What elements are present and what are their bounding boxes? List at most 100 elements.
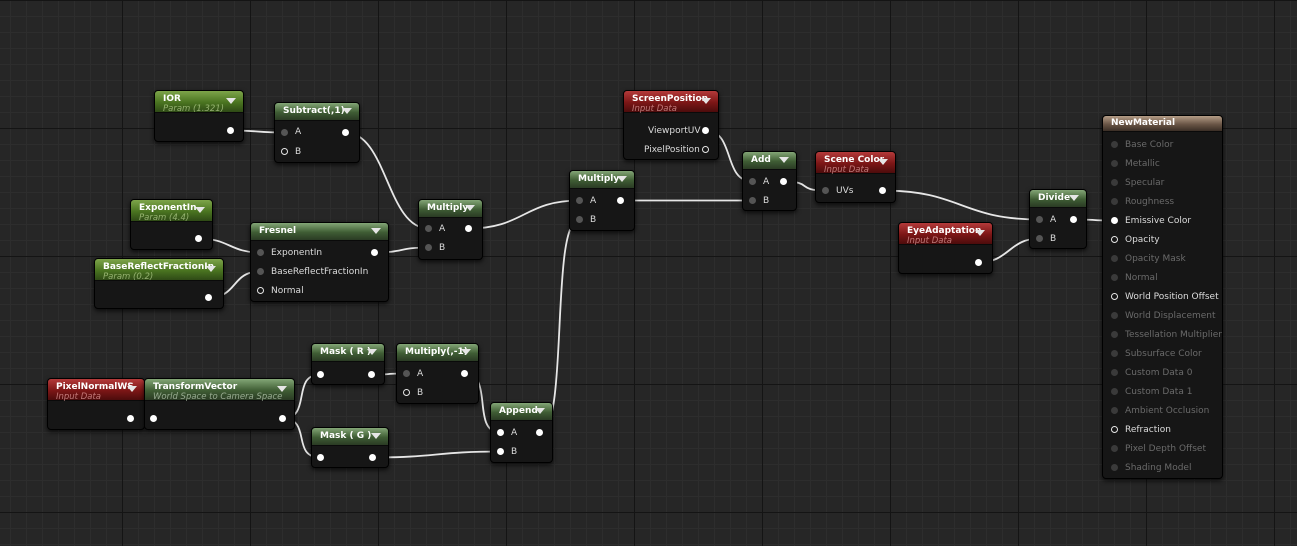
mask-g-input-pin[interactable]	[317, 454, 324, 461]
ior-param-node[interactable]: IOR Param (1.321)	[154, 90, 244, 142]
material-input-metallic-pin[interactable]	[1111, 160, 1118, 167]
append-node[interactable]: Append A B	[490, 402, 553, 463]
mask-g-node[interactable]: Mask ( G )	[311, 427, 389, 468]
collapse-arrow-icon[interactable]	[226, 98, 236, 104]
material-input-refraction-pin[interactable]	[1111, 426, 1118, 433]
fresnel-node[interactable]: Fresnel ExponentIn BaseReflectFractionIn…	[250, 222, 389, 302]
divide-node[interactable]: Divide A B	[1029, 189, 1087, 249]
collapse-arrow-icon[interactable]	[535, 408, 545, 414]
transformvector-input-pin[interactable]	[150, 415, 157, 422]
divide-input-a-pin[interactable]	[1036, 216, 1043, 223]
ior-node-header[interactable]: IOR Param (1.321)	[155, 91, 243, 114]
newmaterial-node-header[interactable]: NewMaterial	[1103, 116, 1222, 132]
add-node-header[interactable]: Add	[743, 152, 796, 170]
material-input-roughness-pin[interactable]	[1111, 198, 1118, 205]
ior-output-pin[interactable]	[227, 127, 234, 134]
material-input-base-color-pin[interactable]	[1111, 141, 1118, 148]
divide-output-pin[interactable]	[1070, 216, 1077, 223]
add-input-a-pin[interactable]	[749, 178, 756, 185]
fresnel-node-header[interactable]: Fresnel	[251, 223, 388, 241]
append-node-header[interactable]: Append	[491, 403, 552, 421]
material-input-custom-data-1-pin[interactable]	[1111, 388, 1118, 395]
exponentin-node-header[interactable]: ExponentIn Param (4.4)	[131, 200, 212, 223]
collapse-arrow-icon[interactable]	[371, 228, 381, 234]
mask-r-node[interactable]: Mask ( R )	[311, 343, 385, 385]
material-input-world-position-offset-pin[interactable]	[1111, 293, 1118, 300]
multiply-neg-output-pin[interactable]	[461, 370, 468, 377]
add-input-b-pin[interactable]	[749, 197, 756, 204]
mask-r-output-pin[interactable]	[368, 371, 375, 378]
multiply-neg-input-a-pin[interactable]	[403, 370, 410, 377]
material-input-world-displacement-pin[interactable]	[1111, 312, 1118, 319]
pixelnormalws-output-pin[interactable]	[127, 415, 134, 422]
eyeadaptation-output-pin[interactable]	[975, 259, 982, 266]
mask-g-output-pin[interactable]	[369, 454, 376, 461]
multiply-1-output-pin[interactable]	[465, 225, 472, 232]
collapse-arrow-icon[interactable]	[701, 98, 711, 104]
multiply-node-2[interactable]: Multiply A B	[569, 170, 635, 231]
collapse-arrow-icon[interactable]	[206, 266, 216, 272]
eyeadaptation-node-header[interactable]: EyeAdaptation Input Data	[899, 223, 992, 246]
collapse-arrow-icon[interactable]	[465, 205, 475, 211]
collapse-arrow-icon[interactable]	[617, 176, 627, 182]
collapse-arrow-icon[interactable]	[779, 157, 789, 163]
append-input-a-pin[interactable]	[497, 429, 504, 436]
collapse-arrow-icon[interactable]	[195, 207, 205, 213]
collapse-arrow-icon[interactable]	[975, 230, 985, 236]
transformvector-node[interactable]: TransformVector World Space to Camera Sp…	[144, 378, 295, 430]
multiply-neg-node-header[interactable]: Multiply(,-1)	[397, 344, 478, 362]
material-input-pixel-depth-offset-pin[interactable]	[1111, 445, 1118, 452]
material-input-tessellation-multiplier-pin[interactable]	[1111, 331, 1118, 338]
multiply-1-input-b-pin[interactable]	[425, 244, 432, 251]
add-output-pin[interactable]	[780, 178, 787, 185]
subtract-node[interactable]: Subtract(,1) A B	[274, 102, 360, 163]
subtract-node-header[interactable]: Subtract(,1)	[275, 103, 359, 121]
collapse-arrow-icon[interactable]	[367, 349, 377, 355]
exponentin-param-node[interactable]: ExponentIn Param (4.4)	[130, 199, 213, 250]
screenposition-node-header[interactable]: ScreenPosition Input Data	[624, 91, 718, 114]
material-input-emissive-color-pin[interactable]	[1111, 217, 1118, 224]
multiply-node-1[interactable]: Multiply A B	[418, 199, 483, 260]
material-input-subsurface-color-pin[interactable]	[1111, 350, 1118, 357]
mask-g-node-header[interactable]: Mask ( G )	[312, 428, 388, 446]
multiply-neg-input-b-pin[interactable]	[403, 389, 410, 396]
fresnel-normal-pin[interactable]	[257, 287, 264, 294]
multiply-2-node-header[interactable]: Multiply	[570, 171, 634, 189]
append-output-pin[interactable]	[536, 429, 543, 436]
collapse-arrow-icon[interactable]	[342, 108, 352, 114]
multiply-neg-node[interactable]: Multiply(,-1) A B	[396, 343, 479, 404]
scenecolor-output-pin[interactable]	[879, 187, 886, 194]
subtract-input-a-pin[interactable]	[281, 129, 288, 136]
material-input-opacity-mask-pin[interactable]	[1111, 255, 1118, 262]
subtract-input-b-pin[interactable]	[281, 148, 288, 155]
append-input-b-pin[interactable]	[497, 448, 504, 455]
collapse-arrow-icon[interactable]	[461, 349, 471, 355]
fresnel-output-pin[interactable]	[371, 249, 378, 256]
mask-r-node-header[interactable]: Mask ( R )	[312, 344, 384, 362]
screenposition-pixelposition-pin[interactable]	[702, 146, 709, 153]
divide-input-b-pin[interactable]	[1036, 235, 1043, 242]
material-input-shading-model-pin[interactable]	[1111, 464, 1118, 471]
basereflectfractionin-param-node[interactable]: BaseReflectFractionIn Param (0.2)	[94, 258, 224, 309]
pixelnormalws-node[interactable]: PixelNormalWS Input Data	[47, 378, 145, 430]
fresnel-basereflect-pin[interactable]	[257, 268, 264, 275]
screenposition-node[interactable]: ScreenPosition Input Data ViewportUV Pix…	[623, 90, 719, 160]
multiply-2-input-b-pin[interactable]	[576, 216, 583, 223]
multiply-1-input-a-pin[interactable]	[425, 225, 432, 232]
mask-r-input-pin[interactable]	[317, 371, 324, 378]
transformvector-output-pin[interactable]	[279, 415, 286, 422]
subtract-output-pin[interactable]	[342, 129, 349, 136]
material-input-opacity-pin[interactable]	[1111, 236, 1118, 243]
collapse-arrow-icon[interactable]	[1069, 195, 1079, 201]
scenecolor-uvs-pin[interactable]	[822, 187, 829, 194]
collapse-arrow-icon[interactable]	[878, 159, 888, 165]
basereflect-output-pin[interactable]	[205, 294, 212, 301]
material-input-specular-pin[interactable]	[1111, 179, 1118, 186]
pixelnormalws-node-header[interactable]: PixelNormalWS Input Data	[48, 379, 144, 402]
basereflect-node-header[interactable]: BaseReflectFractionIn Param (0.2)	[95, 259, 223, 282]
multiply-2-input-a-pin[interactable]	[576, 197, 583, 204]
material-input-ambient-occlusion-pin[interactable]	[1111, 407, 1118, 414]
eyeadaptation-node[interactable]: EyeAdaptation Input Data	[898, 222, 993, 274]
collapse-arrow-icon[interactable]	[371, 433, 381, 439]
